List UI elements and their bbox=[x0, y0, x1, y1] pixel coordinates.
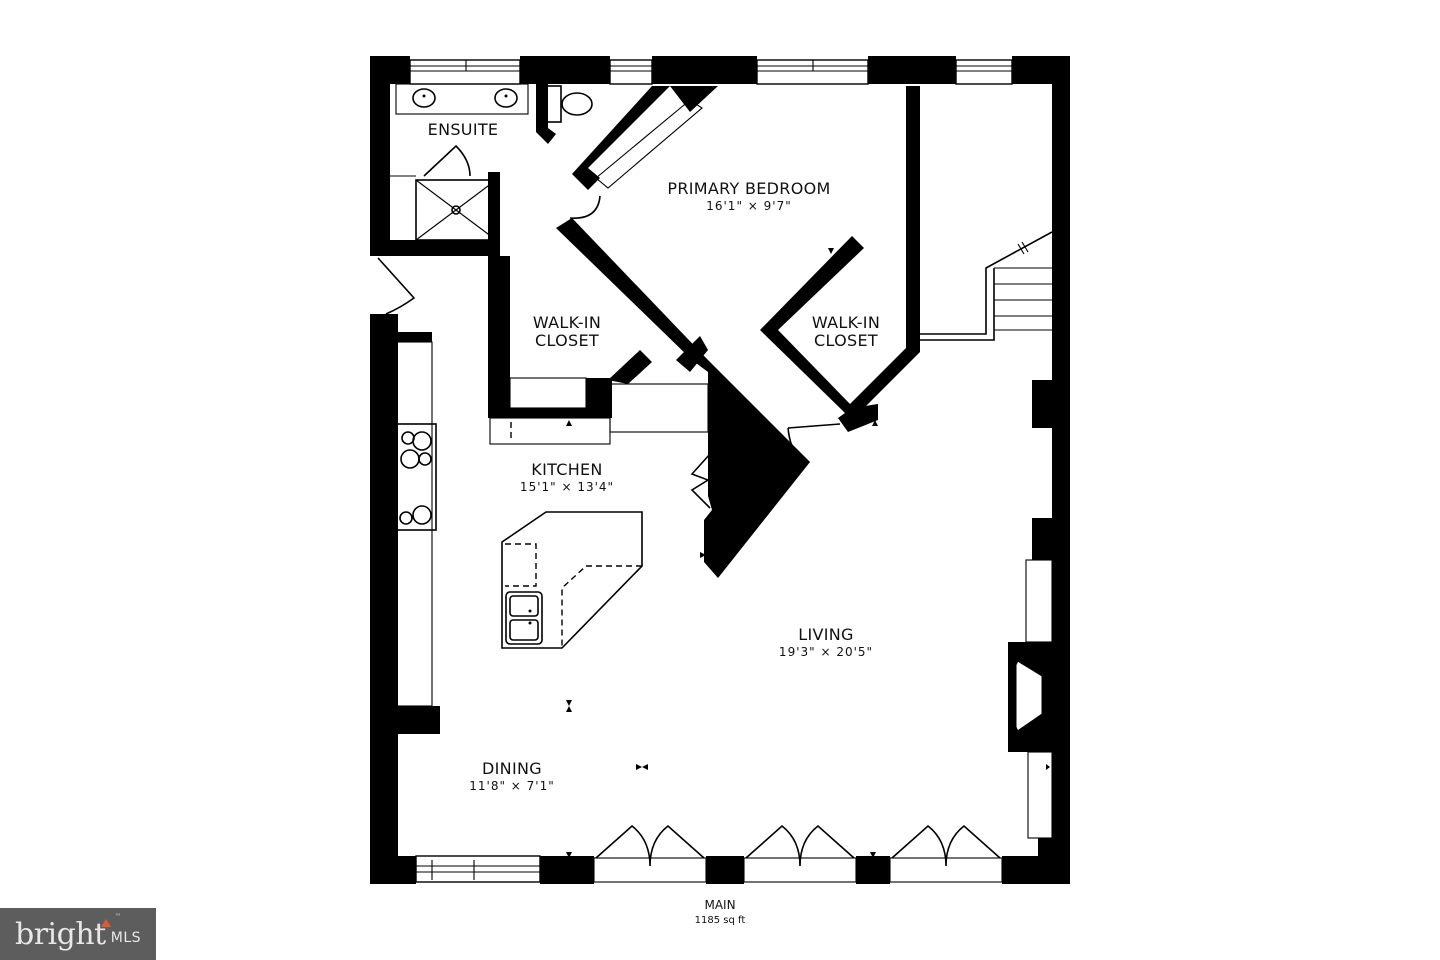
floor-summary: MAIN 1185 sq ft bbox=[695, 898, 746, 926]
logo-spark-icon bbox=[101, 918, 111, 927]
logo-mls-text: MLS bbox=[110, 930, 141, 946]
trademark-symbol: ™ bbox=[115, 912, 121, 920]
logo-brand: bright ™ bbox=[15, 913, 121, 952]
logo-brand-text: bright bbox=[15, 916, 106, 952]
level-name: MAIN bbox=[704, 898, 736, 912]
french-doors bbox=[593, 824, 1003, 883]
room-name: ENSUITE bbox=[427, 120, 499, 139]
kitchen-fixtures bbox=[387, 341, 643, 707]
interior-walls bbox=[488, 86, 920, 578]
room-name-line2: CLOSET bbox=[535, 330, 599, 350]
bright-mls-logo: bright ™ MLS bbox=[0, 908, 156, 960]
staircase bbox=[920, 231, 1053, 341]
room-dimensions: 11'8" × 7'1" bbox=[469, 778, 555, 793]
room-name-line2: CLOSET bbox=[814, 330, 878, 350]
ensuite-area bbox=[390, 83, 593, 256]
room-label-kitchen: KITCHEN 15'1" × 13'4" bbox=[520, 461, 614, 494]
room-label-walk-in-closet-left: WALK-IN CLOSET bbox=[533, 314, 601, 349]
room-name-line1: WALK-IN bbox=[532, 313, 602, 332]
exterior-walls bbox=[370, 56, 1070, 884]
room-dimensions: 16'1" × 9'7" bbox=[706, 198, 792, 213]
room-name: LIVING bbox=[798, 625, 854, 644]
room-name: PRIMARY BEDROOM bbox=[667, 179, 831, 198]
room-label-walk-in-closet-right: WALK-IN CLOSET bbox=[812, 314, 880, 349]
room-label-ensuite: ENSUITE bbox=[428, 121, 499, 139]
room-dimensions: 15'1" × 13'4" bbox=[519, 479, 615, 494]
room-label-primary-bedroom: PRIMARY BEDROOM 16'1" × 9'7" bbox=[667, 180, 830, 213]
room-name: KITCHEN bbox=[531, 460, 603, 479]
total-area: 1185 sq ft bbox=[694, 915, 746, 926]
room-name-line1: WALK-IN bbox=[811, 313, 881, 332]
room-dimensions: 19'3" × 20'5" bbox=[778, 644, 874, 659]
room-label-living: LIVING 19'3" × 20'5" bbox=[779, 626, 873, 659]
entry-door bbox=[377, 257, 416, 315]
living-fixtures bbox=[1008, 559, 1053, 839]
room-label-dining: DINING 11'8" × 7'1" bbox=[469, 760, 555, 793]
room-name: DINING bbox=[482, 759, 542, 778]
windows bbox=[409, 59, 1013, 883]
dimension-markers bbox=[388, 248, 1050, 858]
